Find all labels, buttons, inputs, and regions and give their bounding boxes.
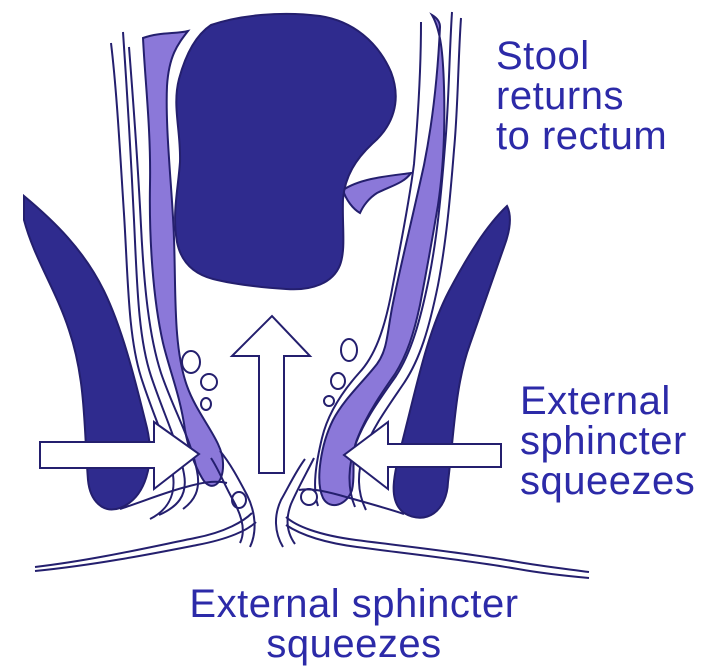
external-sphincter-right-line-3: squeezes xyxy=(520,461,695,501)
right-nodule-4 xyxy=(301,489,317,505)
external-sphincter-right-line-2: sphincter xyxy=(520,421,695,461)
right-nodule-3 xyxy=(324,396,334,406)
stool-returns-line-1: Stool xyxy=(496,36,667,76)
left-nodule-3 xyxy=(201,398,211,410)
external-sphincter-bottom-line-2: squeezes xyxy=(0,624,708,664)
external-sphincter-right-label: External sphincter squeezes xyxy=(520,381,695,501)
external-sphincter-bottom-line-1: External sphincter xyxy=(0,584,708,624)
stool-returns-line-2: returns xyxy=(496,76,667,116)
external-sphincter-bottom-label: External sphincter squeezes xyxy=(0,584,708,664)
right-nodule-1 xyxy=(341,339,357,361)
stool-returns-line-3: to rectum xyxy=(496,116,667,156)
stool-returns-label: Stool returns to rectum xyxy=(496,36,667,156)
left-nodule-1 xyxy=(182,351,200,373)
external-sphincter-right-line-1: External xyxy=(520,381,695,421)
left-nodule-2 xyxy=(201,374,217,390)
right-nodule-2 xyxy=(331,373,345,389)
